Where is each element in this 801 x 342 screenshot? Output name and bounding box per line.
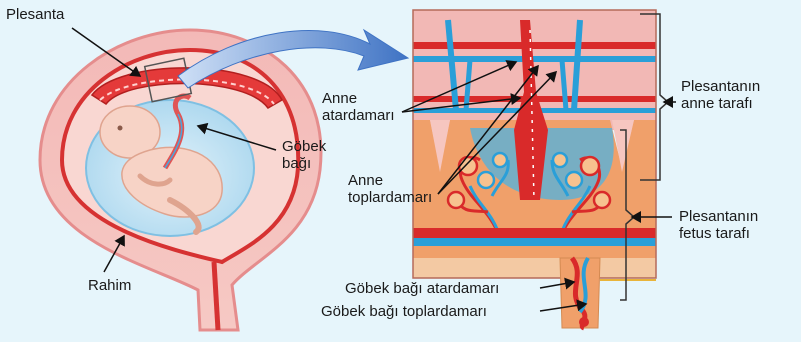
label-gobek-bagi-atardamari: Göbek bağı atardamarı (345, 280, 499, 297)
placenta-section (413, 10, 656, 278)
umbilical-cord (560, 258, 600, 328)
label-gobek-bagi-toplardamari: Göbek bağı toplardamarı (321, 303, 487, 320)
label-plesanta: Plesanta (6, 6, 64, 23)
label-rahim: Rahim (88, 277, 131, 294)
